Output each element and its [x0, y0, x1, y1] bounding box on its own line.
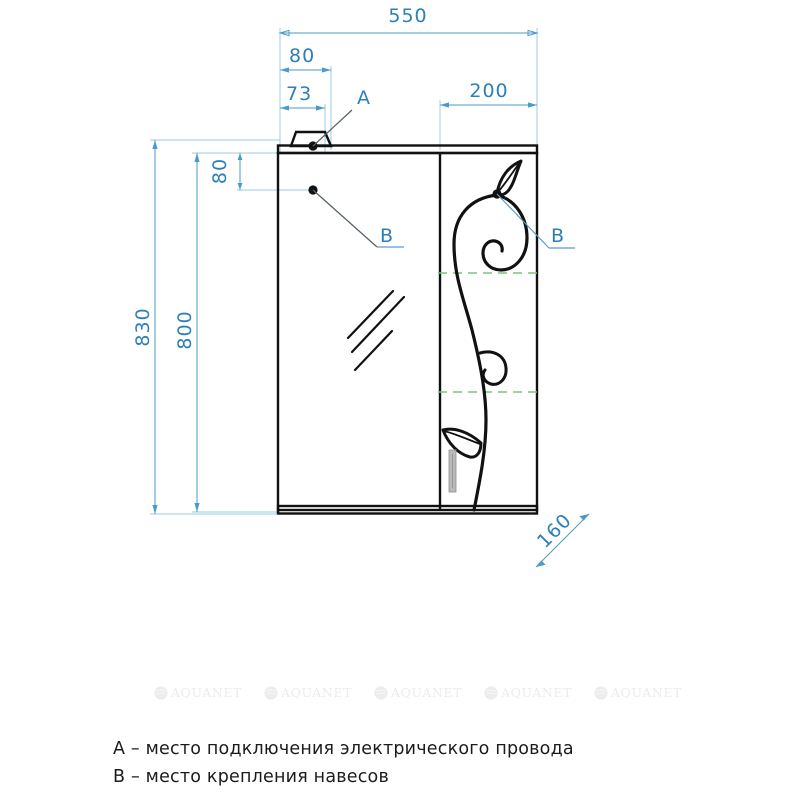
- dimension-overall-width-label: 550: [388, 5, 427, 27]
- callout-b-right-mount: B: [492, 189, 575, 249]
- mirror-reflection-lines: [346, 289, 406, 372]
- watermark-item: AQUANET: [484, 685, 572, 700]
- dimension-top-mount-offset: 80: [209, 152, 315, 191]
- callout-b-right-label: B: [551, 225, 564, 247]
- watermark-item: AQUANET: [264, 685, 352, 700]
- dimension-left-offset-inner-label: 73: [286, 83, 312, 105]
- watermark-item: AQUANET: [154, 685, 242, 700]
- dimension-right-section-width-label: 200: [469, 80, 508, 102]
- dimension-body-height-label: 800: [174, 310, 196, 349]
- electrical-connection-housing: [289, 130, 333, 148]
- callout-a-electrical: A: [308, 87, 370, 151]
- shelf-lines: [438, 272, 539, 393]
- decorative-vine-pattern: [441, 159, 529, 512]
- dimension-top-mount-offset-label: 80: [209, 158, 231, 184]
- mirror-line-2: [350, 295, 406, 354]
- cabinet-main-body: [276, 151, 539, 512]
- vine-top-spiral: [481, 193, 529, 272]
- legend: A – место подключения электрического про…: [113, 739, 574, 787]
- watermark-row: AQUANET AQUANET AQUANET AQUANET: [154, 685, 682, 700]
- dimension-body-height: 800: [174, 152, 280, 513]
- cabinet-body: [276, 144, 539, 515]
- vine-mid-spiral: [478, 350, 508, 386]
- dimension-overall-height: 830: [132, 139, 280, 515]
- dimension-right-section-width: 200: [439, 40, 538, 150]
- legend-line-b: B – место крепления навесов: [113, 767, 389, 787]
- vine-stem: [452, 193, 499, 512]
- watermark-label: AQUANET: [390, 685, 462, 700]
- watermark-label: AQUANET: [610, 685, 682, 700]
- legend-line-a: A – место подключения электрического про…: [113, 739, 574, 759]
- mirror-line-1: [346, 289, 395, 340]
- watermark-label: AQUANET: [170, 685, 242, 700]
- watermark-item: AQUANET: [374, 685, 462, 700]
- callout-b-left-label: B: [380, 225, 393, 247]
- dimension-overall-height-label: 830: [132, 307, 154, 346]
- callout-b-left-mount: B: [308, 185, 404, 248]
- vine-bottom-leaf-vein: [443, 430, 481, 445]
- watermark-item: AQUANET: [594, 685, 682, 700]
- dimension-left-offset-inner: 73: [279, 70, 326, 152]
- callout-a-label: A: [357, 87, 370, 109]
- dimension-left-offset-outer-label: 80: [289, 45, 315, 67]
- dimension-left-offset-outer: 80: [279, 33, 332, 150]
- vine-bottom-leaf: [441, 427, 483, 459]
- watermark-label: AQUANET: [280, 685, 352, 700]
- dimension-overall-width: 550: [278, 5, 539, 148]
- dimension-depth: 160: [533, 509, 590, 568]
- mirror-line-3: [353, 329, 394, 372]
- watermark-label: AQUANET: [500, 685, 572, 700]
- cabinet-bottom-band: [276, 504, 539, 515]
- vine-top-leaf-vein: [497, 161, 521, 193]
- door-handle[interactable]: [448, 449, 457, 493]
- vine-top-leaf: [495, 159, 523, 197]
- dimension-depth-label: 160: [533, 509, 576, 552]
